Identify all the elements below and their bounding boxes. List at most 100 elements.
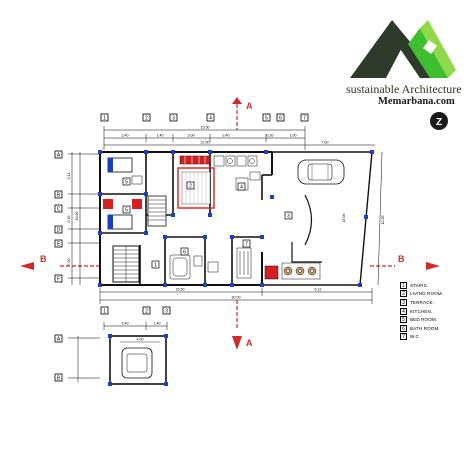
svg-text:3: 3	[165, 309, 168, 315]
parking-dimensions: 3.40 1.40	[68, 322, 168, 382]
legend-number: 7	[400, 333, 407, 341]
legend-label: KITCHEN.	[410, 308, 433, 314]
section-label-a-top: A	[246, 101, 253, 111]
room-tags: 1 2 3 4 5 5 6 7	[122, 177, 293, 269]
svg-text:5: 5	[125, 208, 128, 214]
brand-site: Memarbana.com	[378, 96, 455, 107]
grid-bubble-1: 1	[100, 113, 109, 122]
legend-label: W.C	[410, 334, 419, 340]
svg-text:4: 4	[209, 116, 212, 122]
svg-text:D: D	[57, 228, 61, 234]
bottom-dimension-texts: 15.50 30.00 5.12	[176, 288, 322, 300]
room-tag-6: 6	[180, 247, 189, 256]
grid-bubble-6: 6	[276, 113, 285, 122]
grid-bubble-5: 5	[262, 113, 271, 122]
room-tag-5b: 5	[122, 205, 131, 214]
compass-icon: Z	[430, 112, 448, 130]
terrace-curve	[291, 194, 322, 263]
section-marker-b-right: B	[370, 254, 440, 270]
grid-bubble-3: 3	[169, 113, 178, 122]
svg-text:5.12: 5.12	[315, 288, 322, 292]
room-tag-5: 5	[122, 177, 131, 186]
top-dimension-texts: 15.50 21.50 3.40 1.40 3.00 3.40 0.20 1.0…	[122, 126, 329, 145]
grid-bubble-4: 4	[206, 113, 215, 122]
svg-text:B: B	[57, 376, 61, 382]
section-marker-a-top: A	[232, 97, 253, 130]
svg-text:7: 7	[303, 116, 306, 122]
svg-text:C: C	[57, 207, 61, 213]
grid-bubble-a: A	[54, 150, 63, 159]
svg-text:15.50: 15.50	[176, 288, 185, 292]
stairs	[112, 245, 140, 283]
svg-text:3.00: 3.00	[188, 134, 195, 138]
bed-1	[107, 157, 143, 185]
brand-name: sustainable Architecture	[346, 82, 462, 96]
svg-text:F: F	[57, 277, 60, 283]
section-marker-b-left: B	[20, 254, 100, 270]
grid-bubble-d: D	[54, 225, 63, 234]
svg-text:15.50: 15.50	[201, 126, 210, 130]
parking-bubble-3: 3	[162, 306, 171, 315]
svg-text:0.20: 0.20	[267, 134, 274, 138]
svg-text:10.25: 10.25	[381, 216, 385, 225]
legend-number: 2	[400, 290, 407, 298]
left-dimension-lines	[68, 152, 100, 285]
svg-text:1: 1	[154, 263, 157, 269]
svg-text:3.40: 3.40	[223, 134, 230, 138]
plants	[281, 262, 321, 280]
svg-text:0.16: 0.16	[67, 216, 71, 223]
legend-number: 5	[400, 316, 407, 324]
legend-number: 4	[400, 307, 407, 315]
svg-text:6: 6	[183, 250, 186, 256]
svg-text:1: 1	[103, 116, 106, 122]
svg-text:1.00: 1.00	[290, 134, 297, 138]
brand-logo	[350, 20, 456, 78]
svg-text:2: 2	[189, 184, 192, 190]
stairs-2	[147, 195, 167, 227]
svg-text:4.00: 4.00	[137, 338, 144, 342]
structural-columns	[98, 150, 374, 287]
room-tag-7: 7	[242, 239, 251, 248]
svg-text:A: A	[57, 337, 61, 343]
room-tag-3: 3	[284, 211, 293, 220]
red-fixture	[264, 265, 279, 280]
svg-text:0.11: 0.11	[67, 173, 71, 180]
legend-number: 3	[400, 298, 407, 306]
room-tag-1: 1	[151, 260, 160, 269]
grid-bubble-2: 2	[142, 113, 151, 122]
parking-bubble-b: B	[54, 373, 63, 382]
parking-grid-bubbles: 1 2 3 A B	[54, 306, 171, 382]
parking-bubble-2: 2	[142, 306, 151, 315]
svg-text:15.00: 15.00	[342, 214, 346, 223]
svg-text:10.00: 10.00	[75, 212, 79, 221]
svg-text:Z: Z	[436, 117, 442, 128]
svg-text:7.00: 7.00	[322, 141, 329, 145]
section-label-a-bottom: A	[246, 338, 253, 348]
parking-bubble-a: A	[54, 334, 63, 343]
svg-text:B: B	[57, 193, 61, 199]
svg-text:7.00: 7.00	[67, 259, 71, 266]
grid-bubble-7: 7	[300, 113, 309, 122]
legend-label: STAIRS.	[410, 282, 429, 288]
section-label-b-right: B	[398, 254, 405, 264]
grid-bubble-b: B	[54, 190, 63, 199]
svg-text:30.00: 30.00	[232, 296, 241, 300]
section-marker-a-bottom: A	[232, 300, 253, 350]
left-dimension-texts: 0.11 0.16 10.00 7.00	[67, 173, 79, 266]
grid-bubble-c: C	[54, 204, 63, 213]
svg-text:1: 1	[103, 309, 106, 315]
legend-label: LIVING ROOM.	[410, 291, 444, 297]
svg-text:5: 5	[125, 180, 128, 186]
right-dimension: 10.25 15.00	[342, 151, 385, 286]
svg-text:6: 6	[279, 116, 282, 122]
car-icon	[297, 159, 345, 185]
